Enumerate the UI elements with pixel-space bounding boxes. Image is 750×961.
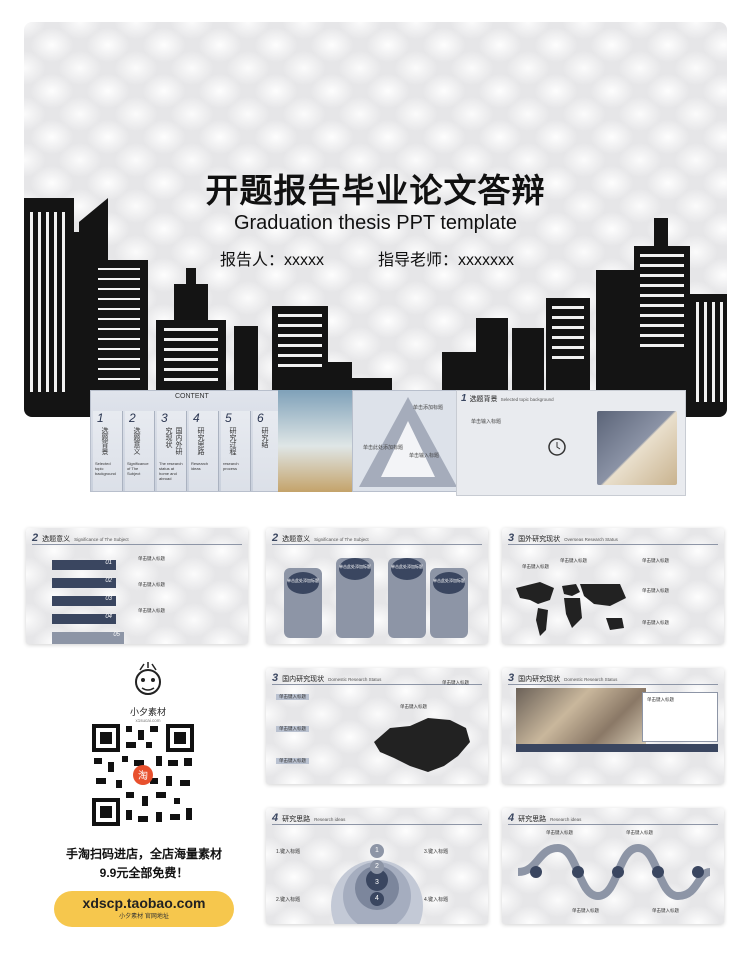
background-slide-thumbnail[interactable]: 1 选题背景 Selected topic background 单击输入标题 [456, 390, 686, 496]
step-02: 02 [52, 578, 116, 588]
map-label: 单击键入标题 [522, 564, 549, 569]
qr-code-icon[interactable]: 淘 [90, 722, 196, 828]
ring-number: 3 [370, 876, 384, 890]
step-03: 03 [52, 596, 116, 606]
cover-title: 开题报告毕业论文答辩 [205, 172, 546, 209]
idea-item: 3.键入标题 [424, 849, 449, 855]
triangle-label-b: 单击添加标题 [413, 405, 444, 411]
stacked-books-photo [516, 688, 646, 746]
logo-text: 小夕素材 [129, 707, 166, 717]
wave-timeline-graphic [517, 843, 711, 901]
cover-subtitle: Graduation thesis PPT template [233, 212, 518, 234]
slide-item-title: 单击键入标题 [138, 608, 165, 613]
bubble-label: 单击此处添加标题 [391, 558, 423, 580]
wave-label: 单击键入标题 [572, 908, 599, 913]
contents-heading: CONTENT [175, 393, 209, 400]
hero-cover-slide: 开题报告毕业论文答辩 Graduation thesis PPT templat… [24, 22, 727, 417]
reporter-label: 报告人：xxxxx [220, 252, 325, 269]
svg-text:淘: 淘 [138, 769, 148, 782]
slide-item-title: 单击键入标题 [642, 558, 669, 563]
bubble-label: 单击此处添加标题 [339, 558, 371, 580]
step-01: 01 [52, 560, 116, 570]
slide-item-title: 单击键入标题 [276, 726, 309, 732]
triangle-label-a: 单击此处添加标题 [363, 445, 404, 451]
icon-bar [516, 744, 718, 752]
idea-item: 1.键入标题 [276, 849, 301, 855]
map-label: 单击键入标题 [442, 680, 469, 685]
bubble-label: 单击此处添加标题 [287, 572, 319, 594]
logo-subtext: x1sucai.com [135, 718, 161, 723]
ring-number: 2 [370, 860, 384, 874]
shop-url: xdscp.taobao.com [82, 895, 206, 911]
wheat-sky-photo [278, 390, 360, 492]
bubble-label: 单击此处添加标题 [433, 572, 465, 594]
slide-item-title: 单击键入标题 [642, 620, 669, 625]
text-box: 单击键入标题 [642, 692, 718, 742]
triangle-layout-slide-thumbnail[interactable]: 单击此处添加标题 单击添加标题 单击输入标题 [352, 390, 462, 492]
china-map-graphic [374, 718, 470, 772]
advisor-label: 指导老师：xxxxxxx [378, 252, 515, 269]
world-map-graphic [516, 582, 626, 636]
shop-link-button[interactable]: xdscp.taobao.com 小夕素材 官网地址 [54, 891, 234, 927]
triangle-label-c: 单击输入标题 [409, 453, 440, 459]
slide-item-title: 单击键入标题 [276, 758, 309, 764]
step-05: 05 [52, 632, 124, 644]
slide-item-title: 单击键入标题 [276, 694, 309, 700]
idea-item: 2.键入标题 [276, 897, 301, 903]
idea-item: 4.键入标题 [424, 897, 449, 903]
xiaoxi-logo-icon [135, 662, 161, 695]
wave-label: 单击键入标题 [626, 830, 653, 835]
ring-number: 1 [370, 844, 384, 858]
map-label: 单击键入标题 [560, 558, 587, 563]
shop-subtitle: 小夕素材 官网地址 [119, 914, 169, 920]
step-04: 04 [52, 614, 116, 624]
open-book-photo [597, 411, 677, 485]
book-slide-header: 1 选题背景 Selected topic background [461, 393, 554, 404]
slide-item-title: 单击键入标题 [642, 588, 669, 593]
book-slide-label: 单击输入标题 [471, 419, 502, 425]
free-promo-text: 9.9元全部免费！ [99, 866, 189, 880]
slide-item-title: 单击键入标题 [138, 582, 165, 587]
wave-label: 单击键入标题 [652, 908, 679, 913]
clock-icon [548, 438, 566, 456]
wave-label: 单击键入标题 [546, 830, 573, 835]
slide-item-title: 单击键入标题 [138, 556, 165, 561]
ring-number: 4 [370, 892, 384, 906]
scan-promo-text: 手淘扫码进店，全店海量素材 [65, 847, 222, 861]
map-label: 单击键入标题 [400, 704, 427, 709]
triangle-graphic [359, 397, 457, 487]
